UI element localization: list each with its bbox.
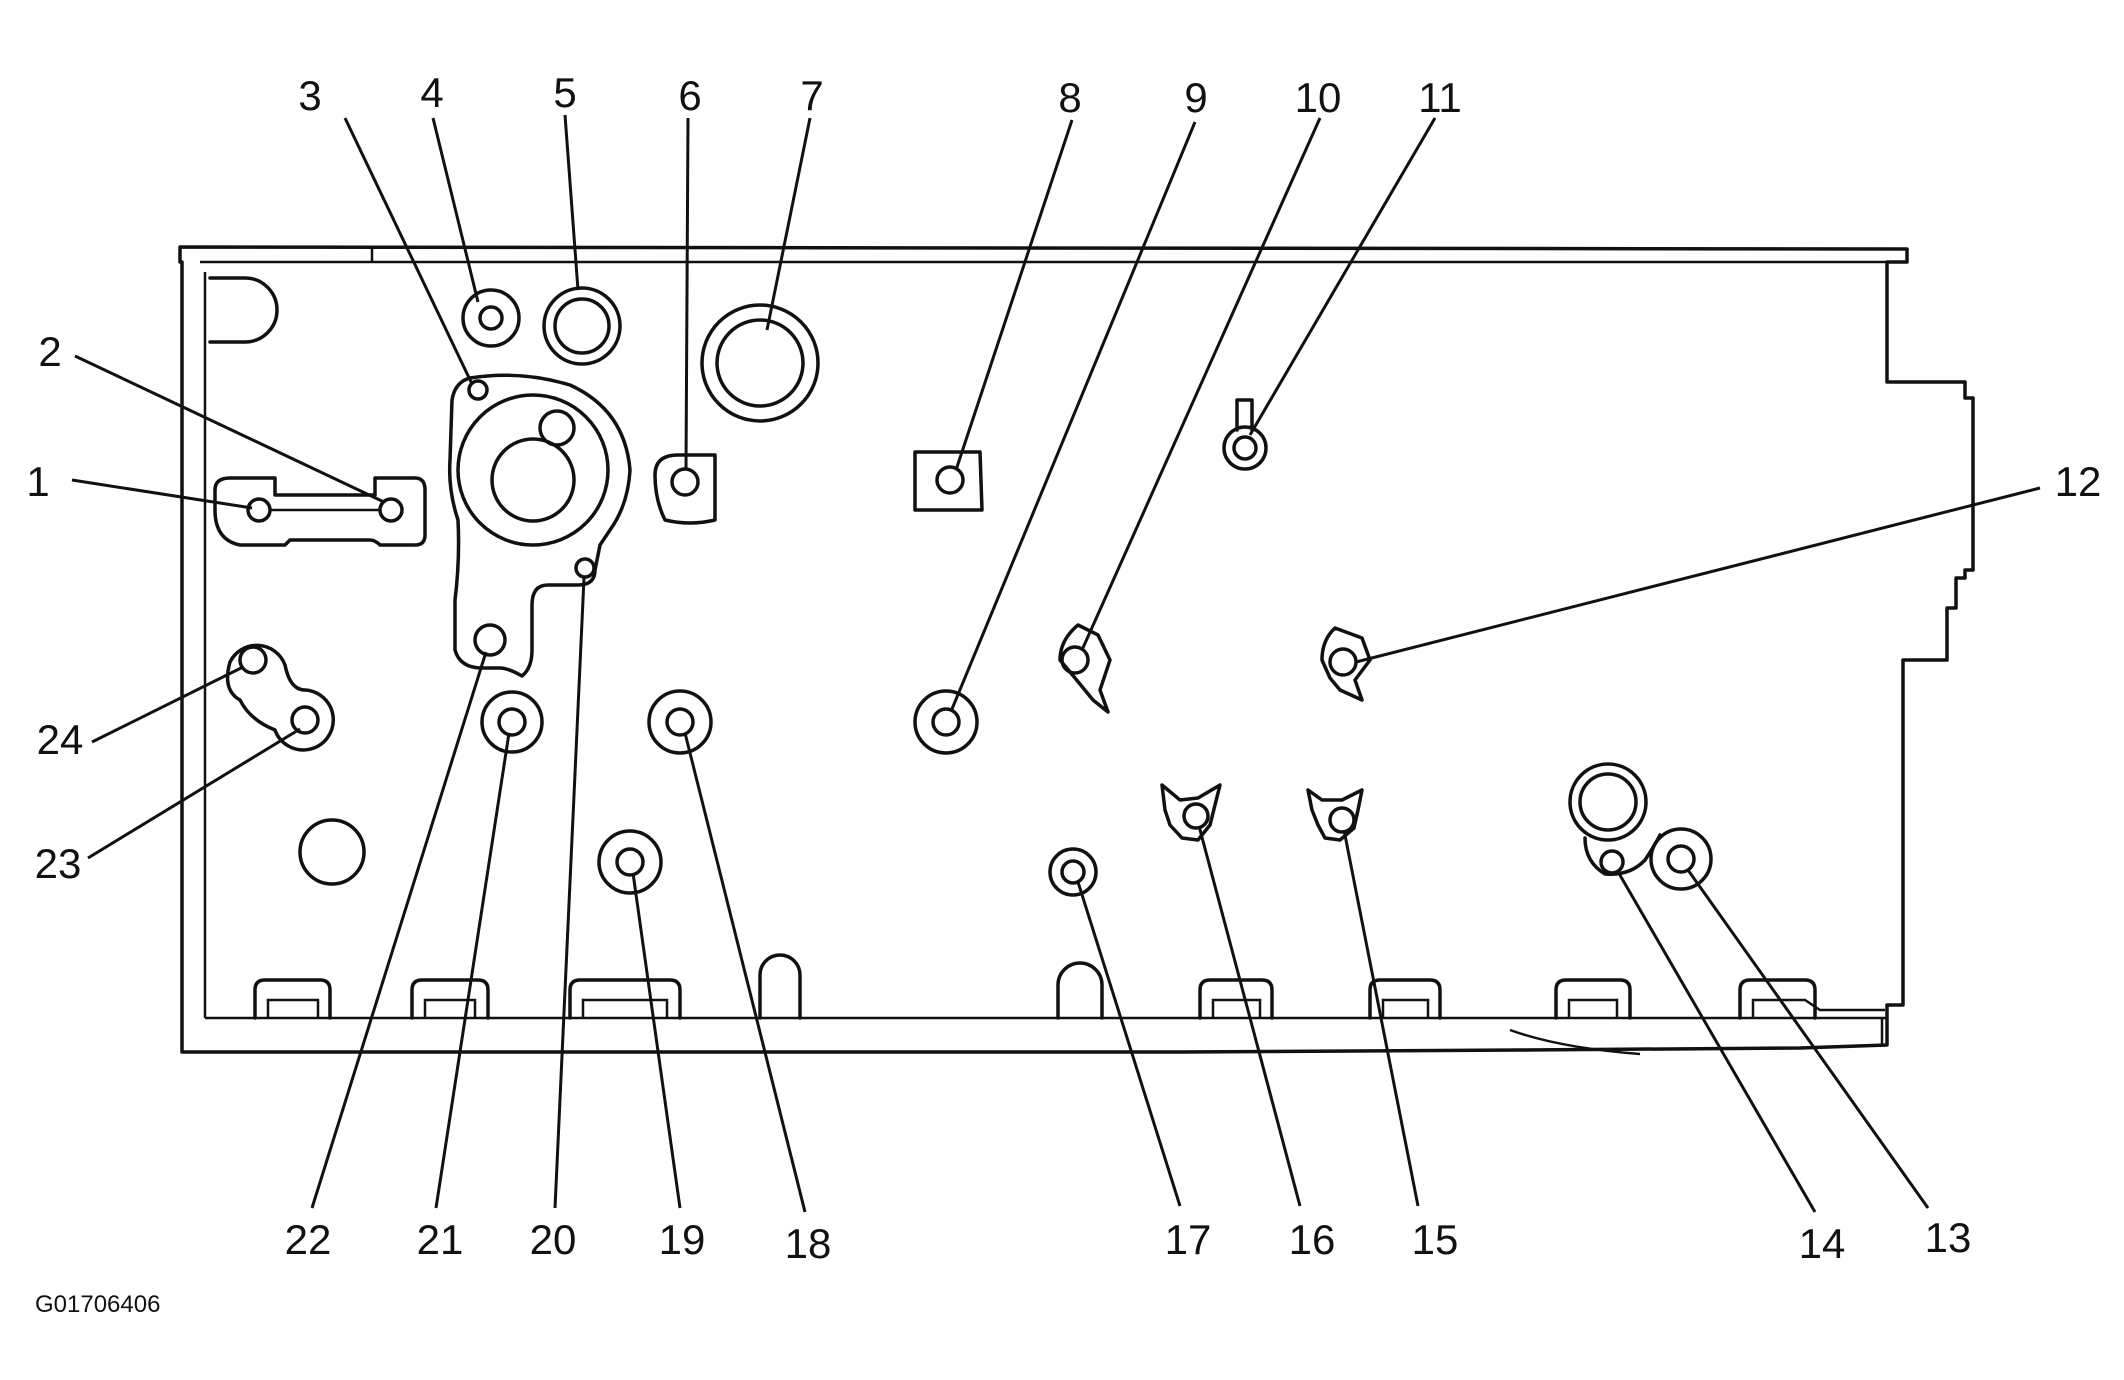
- callout-2: 2: [38, 328, 61, 375]
- leader-20: [553, 577, 586, 1209]
- callout-20: 20: [530, 1216, 577, 1263]
- figure-id: G01706406: [35, 1291, 160, 1318]
- callout-4: 4: [420, 69, 443, 116]
- leader-14: [1615, 869, 1817, 1213]
- callout-16: 16: [1289, 1216, 1336, 1263]
- leader-2: [74, 354, 385, 504]
- callout-17: 17: [1165, 1216, 1212, 1263]
- leader-17: [1076, 881, 1182, 1207]
- leader-6: [684, 117, 690, 469]
- leader-21: [434, 732, 511, 1209]
- leader-7: [765, 117, 812, 331]
- callout-11: 11: [1418, 74, 1462, 121]
- ports: [213, 286, 1713, 897]
- callout-12: 12: [2055, 458, 2102, 505]
- leader-24: [91, 665, 244, 744]
- leader-9: [950, 121, 1197, 710]
- leader-19: [631, 872, 682, 1209]
- leader-3: [343, 117, 474, 385]
- leader-12: [1355, 486, 2041, 664]
- plate-outline: [178, 245, 1975, 1056]
- callout-21: 21: [417, 1216, 464, 1263]
- leader-11: [1248, 117, 1437, 436]
- leader-23: [87, 727, 301, 860]
- leader-15: [1342, 829, 1420, 1207]
- callout-14: 14: [1799, 1220, 1846, 1267]
- callout-3: 3: [298, 72, 321, 119]
- leader-4: [431, 117, 480, 303]
- leader-18: [683, 732, 807, 1213]
- callout-5: 5: [553, 69, 576, 116]
- callout-24: 24: [37, 716, 84, 763]
- callout-6: 6: [678, 72, 701, 119]
- leader-22: [310, 651, 488, 1209]
- leader-lines: [71, 114, 2041, 1213]
- bottom-tabs: [253, 953, 1885, 1020]
- leader-13: [1686, 869, 1930, 1209]
- leader-8: [954, 119, 1074, 471]
- callout-10: 10: [1295, 74, 1342, 121]
- callout-22: 22: [285, 1216, 332, 1263]
- leader-16: [1197, 825, 1302, 1207]
- callout-9: 9: [1184, 74, 1207, 121]
- callout-13: 13: [1925, 1214, 1972, 1261]
- leader-5: [563, 114, 580, 291]
- callout-19: 19: [659, 1216, 706, 1263]
- callout-15: 15: [1412, 1216, 1459, 1263]
- callout-8: 8: [1058, 74, 1081, 121]
- callout-23: 23: [35, 840, 82, 887]
- leader-10: [1080, 117, 1322, 651]
- callout-18: 18: [785, 1220, 832, 1267]
- callout-7: 7: [800, 72, 823, 119]
- callout-1: 1: [26, 458, 49, 505]
- callout-labels: 1 2 3 4 5 6 7 8 9 10 11 12 13 14 15 16 1…: [26, 69, 2101, 1267]
- leader-1: [71, 478, 253, 510]
